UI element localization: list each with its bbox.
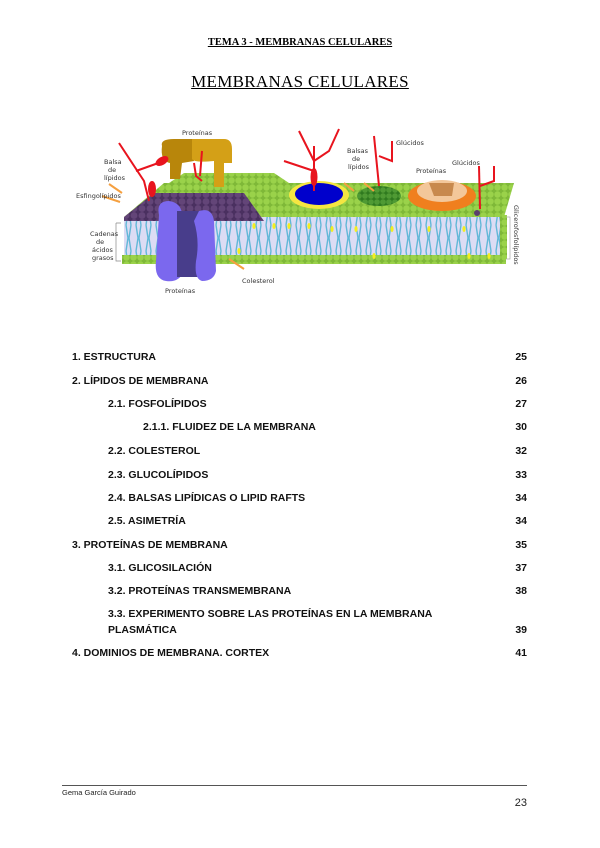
peripheral-proteins	[161, 139, 232, 187]
label-balsa-3: lípidos	[104, 174, 126, 182]
footer-author: Gema García Guirado	[62, 788, 136, 797]
label-glucidos-right: Glúcidos	[452, 159, 480, 167]
toc-entry-3-3-page: 39	[515, 624, 527, 636]
label-proteinas-bottom: Proteínas	[165, 287, 196, 295]
label-balsas-mid-2: de	[352, 155, 360, 163]
toc-entry-3-1-label[interactable]: 3.1. GLICOSILACIÓN	[108, 562, 212, 574]
label-proteinas-top: Proteínas	[182, 129, 213, 137]
label-cadenas-1: Cadenas	[90, 230, 119, 238]
raft-green	[357, 186, 401, 206]
transmembrane-protein	[155, 201, 216, 282]
label-balsas-mid-3: lípidos	[348, 163, 370, 171]
label-glicerofosfolipidos: Glicerofosfolípidos	[512, 205, 520, 265]
label-balsas-mid-1: Balsas	[347, 147, 369, 155]
toc-entry-2-1-1-label[interactable]: 2.1.1. FLUIDEZ DE LA MEMBRANA	[143, 421, 316, 433]
label-arrows	[101, 182, 375, 270]
toc-entry-2-5-page: 34	[515, 515, 527, 527]
raft-orange	[408, 180, 476, 211]
toc-entry-4-page: 41	[515, 647, 527, 659]
toc-entry-3-2-page: 38	[515, 585, 527, 597]
toc-entry-2-label[interactable]: 2. LÍPIDOS DE MEMBRANA	[72, 375, 209, 387]
toc-entry-3-2-label[interactable]: 3.2. PROTEÍNAS TRANSMEMBRANA	[108, 585, 292, 597]
footer-divider	[62, 785, 527, 786]
label-colesterol: Colesterol	[242, 277, 275, 285]
toc-entry-3-1-page: 37	[515, 562, 527, 574]
toc-entry-1-label[interactable]: 1. ESTRUCTURA	[72, 351, 157, 363]
toc-entry-2-page: 26	[515, 375, 527, 387]
toc-entry-3-3-label-line2[interactable]: PLASMÁTICA	[108, 624, 177, 636]
toc-entry-2-1-1-page: 30	[515, 421, 527, 433]
label-proteinas-right: Proteínas	[416, 167, 447, 175]
glycan-chains	[118, 128, 495, 210]
label-balsa-1: Balsa	[104, 158, 122, 166]
toc-entry-2-1-label[interactable]: 2.1. FOSFOLÍPIDOS	[108, 398, 207, 410]
label-cadenas-2: de	[96, 238, 104, 246]
toc-entry-2-2-label[interactable]: 2.2. COLESTEROL	[108, 445, 201, 457]
toc-entry-3-page: 35	[515, 539, 527, 551]
label-esfingolipidos: Esfingolípidos	[76, 192, 121, 200]
toc-entry-3-label[interactable]: 3. PROTEÍNAS DE MEMBRANA	[72, 539, 228, 551]
raft-blue	[289, 181, 349, 209]
label-balsa-2: de	[108, 166, 116, 174]
toc-entry-3-3-label[interactable]: 3.3. EXPERIMENTO SOBRE LAS PROTEÍNAS EN …	[108, 608, 433, 620]
toc-entry-2-3-page: 33	[515, 469, 527, 481]
toc-entry-4-label[interactable]: 4. DOMINIOS DE MEMBRANA. CORTEX	[72, 647, 270, 659]
running-header: TEMA 3 - MEMBRANAS CELULARES	[207, 37, 393, 48]
toc-entry-2-4-page: 34	[515, 492, 527, 504]
toc-entry-1-page: 25	[515, 351, 527, 363]
toc-entry-2-2-page: 32	[515, 445, 527, 457]
label-cadenas-4: grasos	[92, 254, 114, 262]
toc-entry-2-3-label[interactable]: 2.3. GLUCOLÍPIDOS	[108, 469, 209, 481]
label-cadenas-3: ácidos	[92, 246, 113, 254]
toc-entry-2-1-page: 27	[515, 398, 527, 410]
page-title: MEMBRANAS CELULARES	[191, 72, 409, 91]
footer-page-number: 23	[514, 797, 527, 809]
toc-entry-2-5-label[interactable]: 2.5. ASIMETRÍA	[108, 515, 186, 527]
label-glucidos-top: Glúcidos	[396, 139, 424, 147]
toc-entry-2-4-label[interactable]: 2.4. BALSAS LIPÍDICAS O LIPID RAFTS	[108, 492, 306, 504]
cell-membrane-diagram: Proteínas Balsa de lípidos Esfingolípido…	[74, 121, 527, 300]
